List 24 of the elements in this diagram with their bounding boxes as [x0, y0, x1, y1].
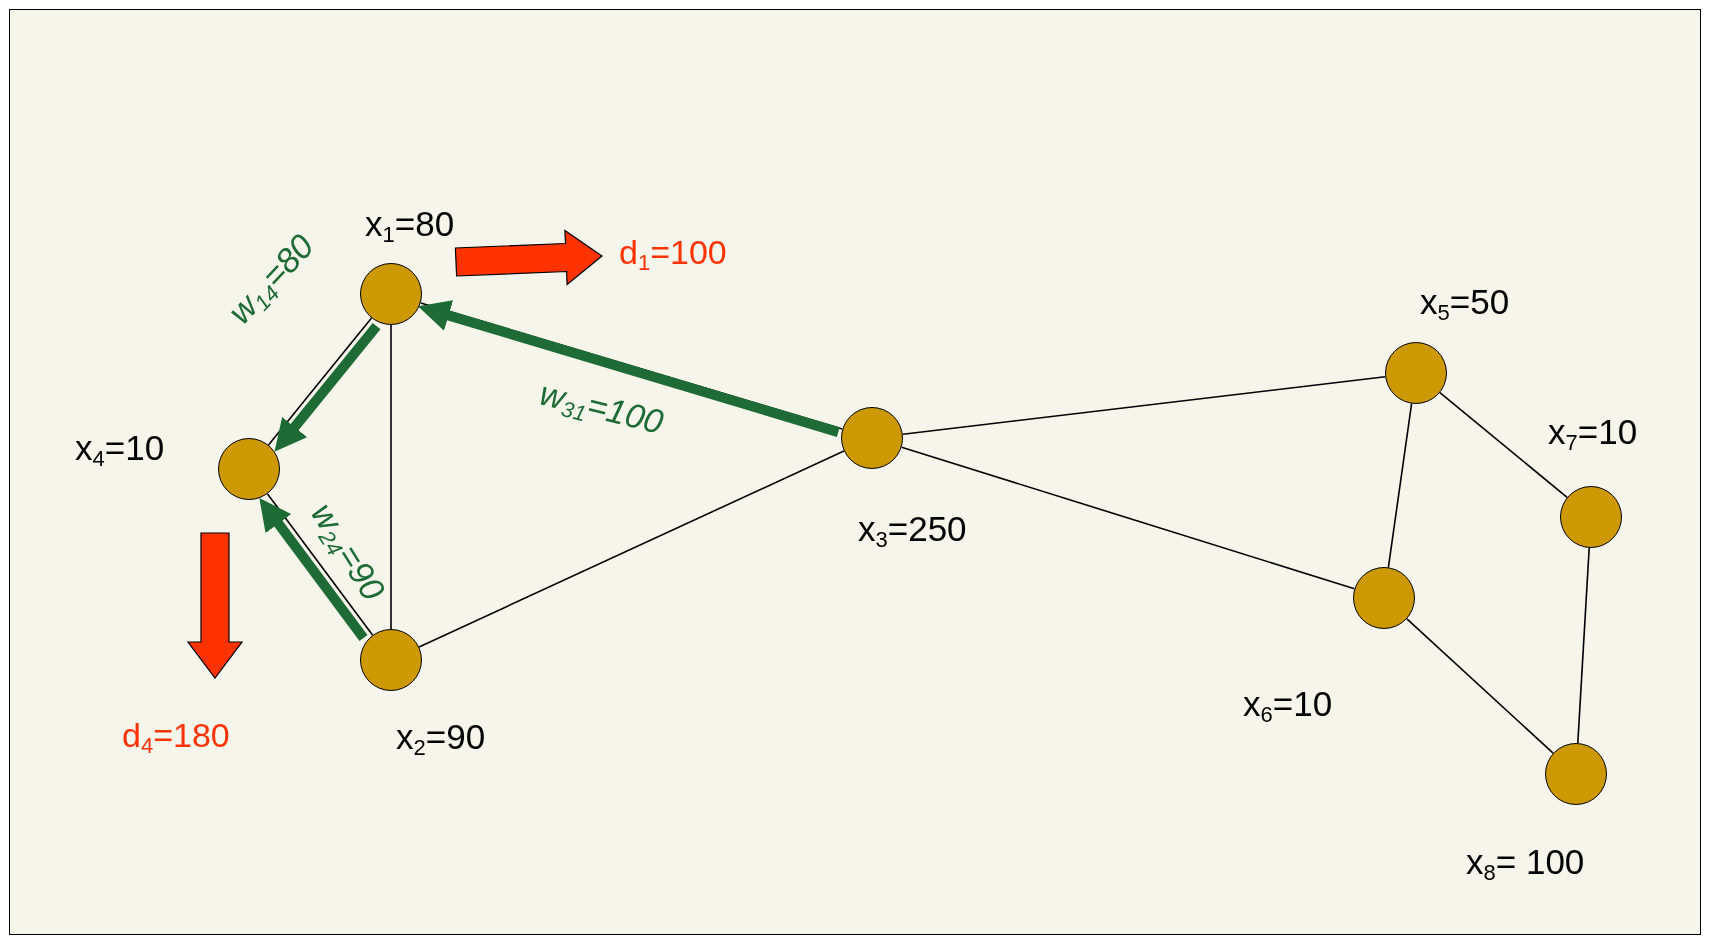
connector-line	[1387, 402, 1413, 569]
block-arrow	[454, 229, 603, 286]
connector-line	[390, 324, 392, 630]
connector-line	[902, 375, 1386, 436]
value-label: x$_{6}$=10	[1243, 686, 1333, 726]
value-label: x$_{1}$=80	[365, 206, 455, 246]
flow-arrow	[259, 497, 368, 642]
connector-line	[1577, 547, 1590, 744]
connector-line	[900, 446, 1356, 590]
flow-arrow	[274, 322, 381, 452]
block-arrow	[186, 532, 244, 679]
value-label: x$_{8}$= 100	[1466, 844, 1585, 884]
connector-line	[1406, 618, 1554, 754]
value-label: x$_{7}$=10	[1548, 414, 1638, 454]
connector-line	[1439, 391, 1568, 499]
value-label: x$_{5}$=50	[1420, 284, 1510, 324]
value-label: x$_{2}$=90	[396, 719, 486, 759]
connector-line	[266, 493, 374, 636]
connector-line	[267, 317, 373, 446]
connector-line	[418, 450, 845, 648]
edge-label: d$_{4}$=180	[122, 718, 230, 757]
value-label: x$_{4}$=10	[75, 430, 165, 470]
edge-label: d$_{1}$=100	[619, 235, 727, 274]
value-label: x$_{3}$=250	[858, 511, 967, 551]
